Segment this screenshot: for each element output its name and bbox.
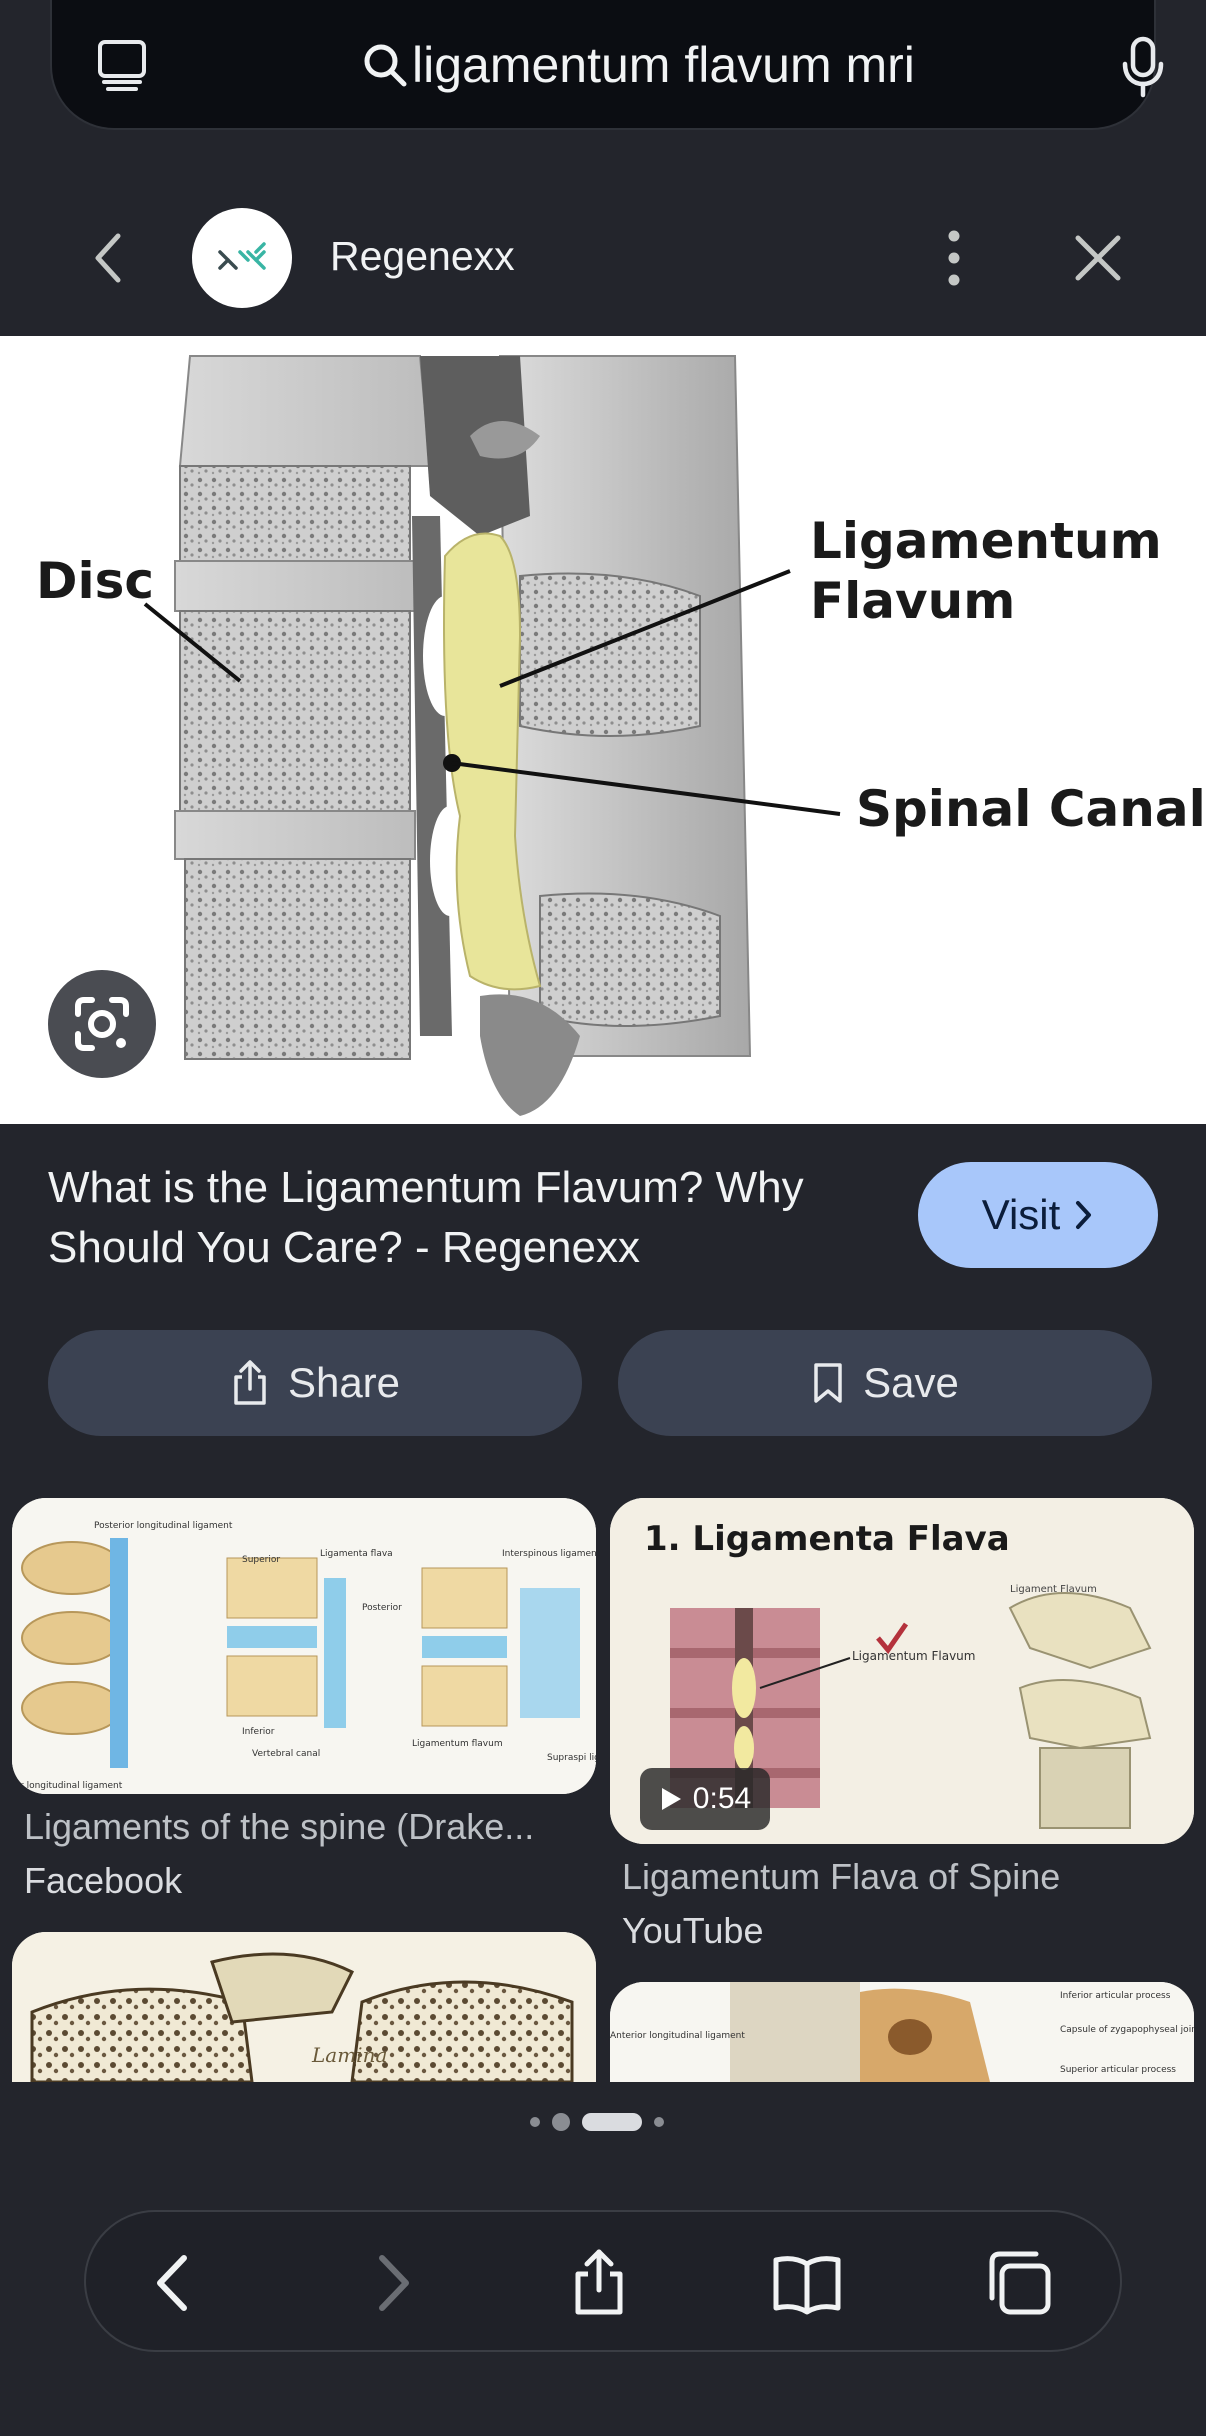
save-label: Save [863,1359,959,1406]
chevron-right-icon[interactable] [356,2248,426,2318]
page-dot [530,2117,540,2127]
search-bar[interactable]: ligamentum flavum mri [50,0,1164,130]
thumbnail-heading: 1. Ligamenta Flava [644,1519,1010,1559]
articular-process-diagram: Inferior articular process Anterior long… [610,1982,1194,2082]
ligaments-diagram: Posterior longitudinal ligament Superior… [12,1498,596,1794]
spinal-canal-label: Spinal Canal [856,780,1206,838]
label-ligamentum-flavum: Ligamentum flavum [412,1739,503,1749]
page-indicator[interactable] [530,2112,664,2132]
related-source[interactable]: YouTube [622,1910,764,1951]
label-superior-articular: Superior articular process [1060,2065,1176,2075]
result-title[interactable]: What is the Ligamentum Flavum? Why Shoul… [48,1163,804,1272]
main-result-image[interactable]: Disc Ligamentum Flavum Spinal Canal [0,336,1206,1124]
spine-illustration: Disc Ligamentum Flavum Spinal Canal [36,355,1206,1116]
mic-icon[interactable] [1120,36,1166,98]
related-image-ligamentum-flava-video[interactable]: 1. Ligamenta Flava Ligamentum Flavum Lig… [610,1498,1194,1844]
video-duration: 0:54 [692,1782,752,1815]
more-vertical-icon[interactable] [940,228,968,288]
label-inferior: Inferior [242,1727,275,1737]
share-button[interactable]: Share [48,1330,582,1436]
regenexx-logo-icon [218,242,266,270]
related-image-lamina[interactable]: Lamina [12,1932,596,2082]
visit-label: Visit [981,1191,1061,1238]
video-duration-badge: 0:54 [640,1768,770,1830]
search-icon [364,44,407,87]
label-superior: Superior [242,1555,280,1565]
share-icon[interactable] [564,2248,634,2318]
label-vertebral-canal: Vertebral canal [252,1749,320,1759]
disc-label: Disc [36,552,154,610]
ligamentum-label: Ligamentum [810,512,1162,570]
label-supraspinous: Supraspi ligament [547,1753,596,1763]
close-icon[interactable] [1072,232,1124,284]
label-capsule: Capsule of zygapophyseal joint (partiall… [1060,2025,1194,2035]
label-interspinous: Interspinous ligament [502,1549,596,1559]
source-name[interactable]: Regenexx [330,233,515,279]
browser-toolbar [84,2210,1122,2352]
related-title[interactable]: Ligamentum Flava of Spine [622,1856,1061,1897]
label-anterior-longitudinal-4: Anterior longitudinal ligament [610,2031,745,2041]
ligamenta-flava-thumbnail: 1. Ligamenta Flava Ligamentum Flavum Lig… [610,1498,1194,1844]
page-dot [552,2113,570,2131]
related-title[interactable]: Ligaments of the spine (Drake... [24,1806,535,1847]
thumb-ligamentum-label: Ligamentum Flavum [852,1649,975,1663]
lamina-label: Lamina [311,2043,387,2067]
share-icon [234,1360,266,1405]
related-image-ligaments-of-spine[interactable]: Posterior longitudinal ligament Superior… [12,1498,596,1794]
search-query-text[interactable]: ligamentum flavum mri [412,37,915,93]
thumb-right-label: Ligament Flavum [1010,1584,1097,1595]
visit-button[interactable]: Visit [918,1162,1158,1268]
play-icon [661,1788,681,1810]
page-dot [654,2117,664,2127]
chevron-left-icon[interactable] [140,2248,210,2318]
tabs-overview-icon[interactable] [96,38,148,94]
lens-icon [75,997,129,1051]
label-inferior-articular: Inferior articular process [1060,1991,1171,2001]
lens-button[interactable] [48,970,156,1078]
label-ligamenta-flava: Ligamenta flava [320,1549,393,1559]
page-dot-active [582,2113,642,2131]
related-source[interactable]: Facebook [24,1860,183,1901]
tabs-icon[interactable] [984,2248,1054,2318]
label-posterior: Posterior [362,1603,402,1613]
save-button[interactable]: Save [618,1330,1152,1436]
label-posterior-longitudinal: Posterior longitudinal ligament [94,1521,233,1531]
book-icon[interactable] [772,2248,842,2318]
bookmark-icon [814,1363,842,1403]
lamina-diagram: Lamina [12,1932,596,2082]
label-anterior-longitudinal: ior longitudinal ligament [12,1781,123,1791]
source-logo[interactable] [192,208,292,308]
share-label: Share [287,1359,401,1406]
chevron-right-icon [1076,1201,1092,1229]
related-image-articular-process[interactable]: Inferior articular process Anterior long… [610,1982,1194,2082]
chevron-left-icon[interactable] [88,230,128,286]
flavum-label: Flavum [810,572,1015,630]
